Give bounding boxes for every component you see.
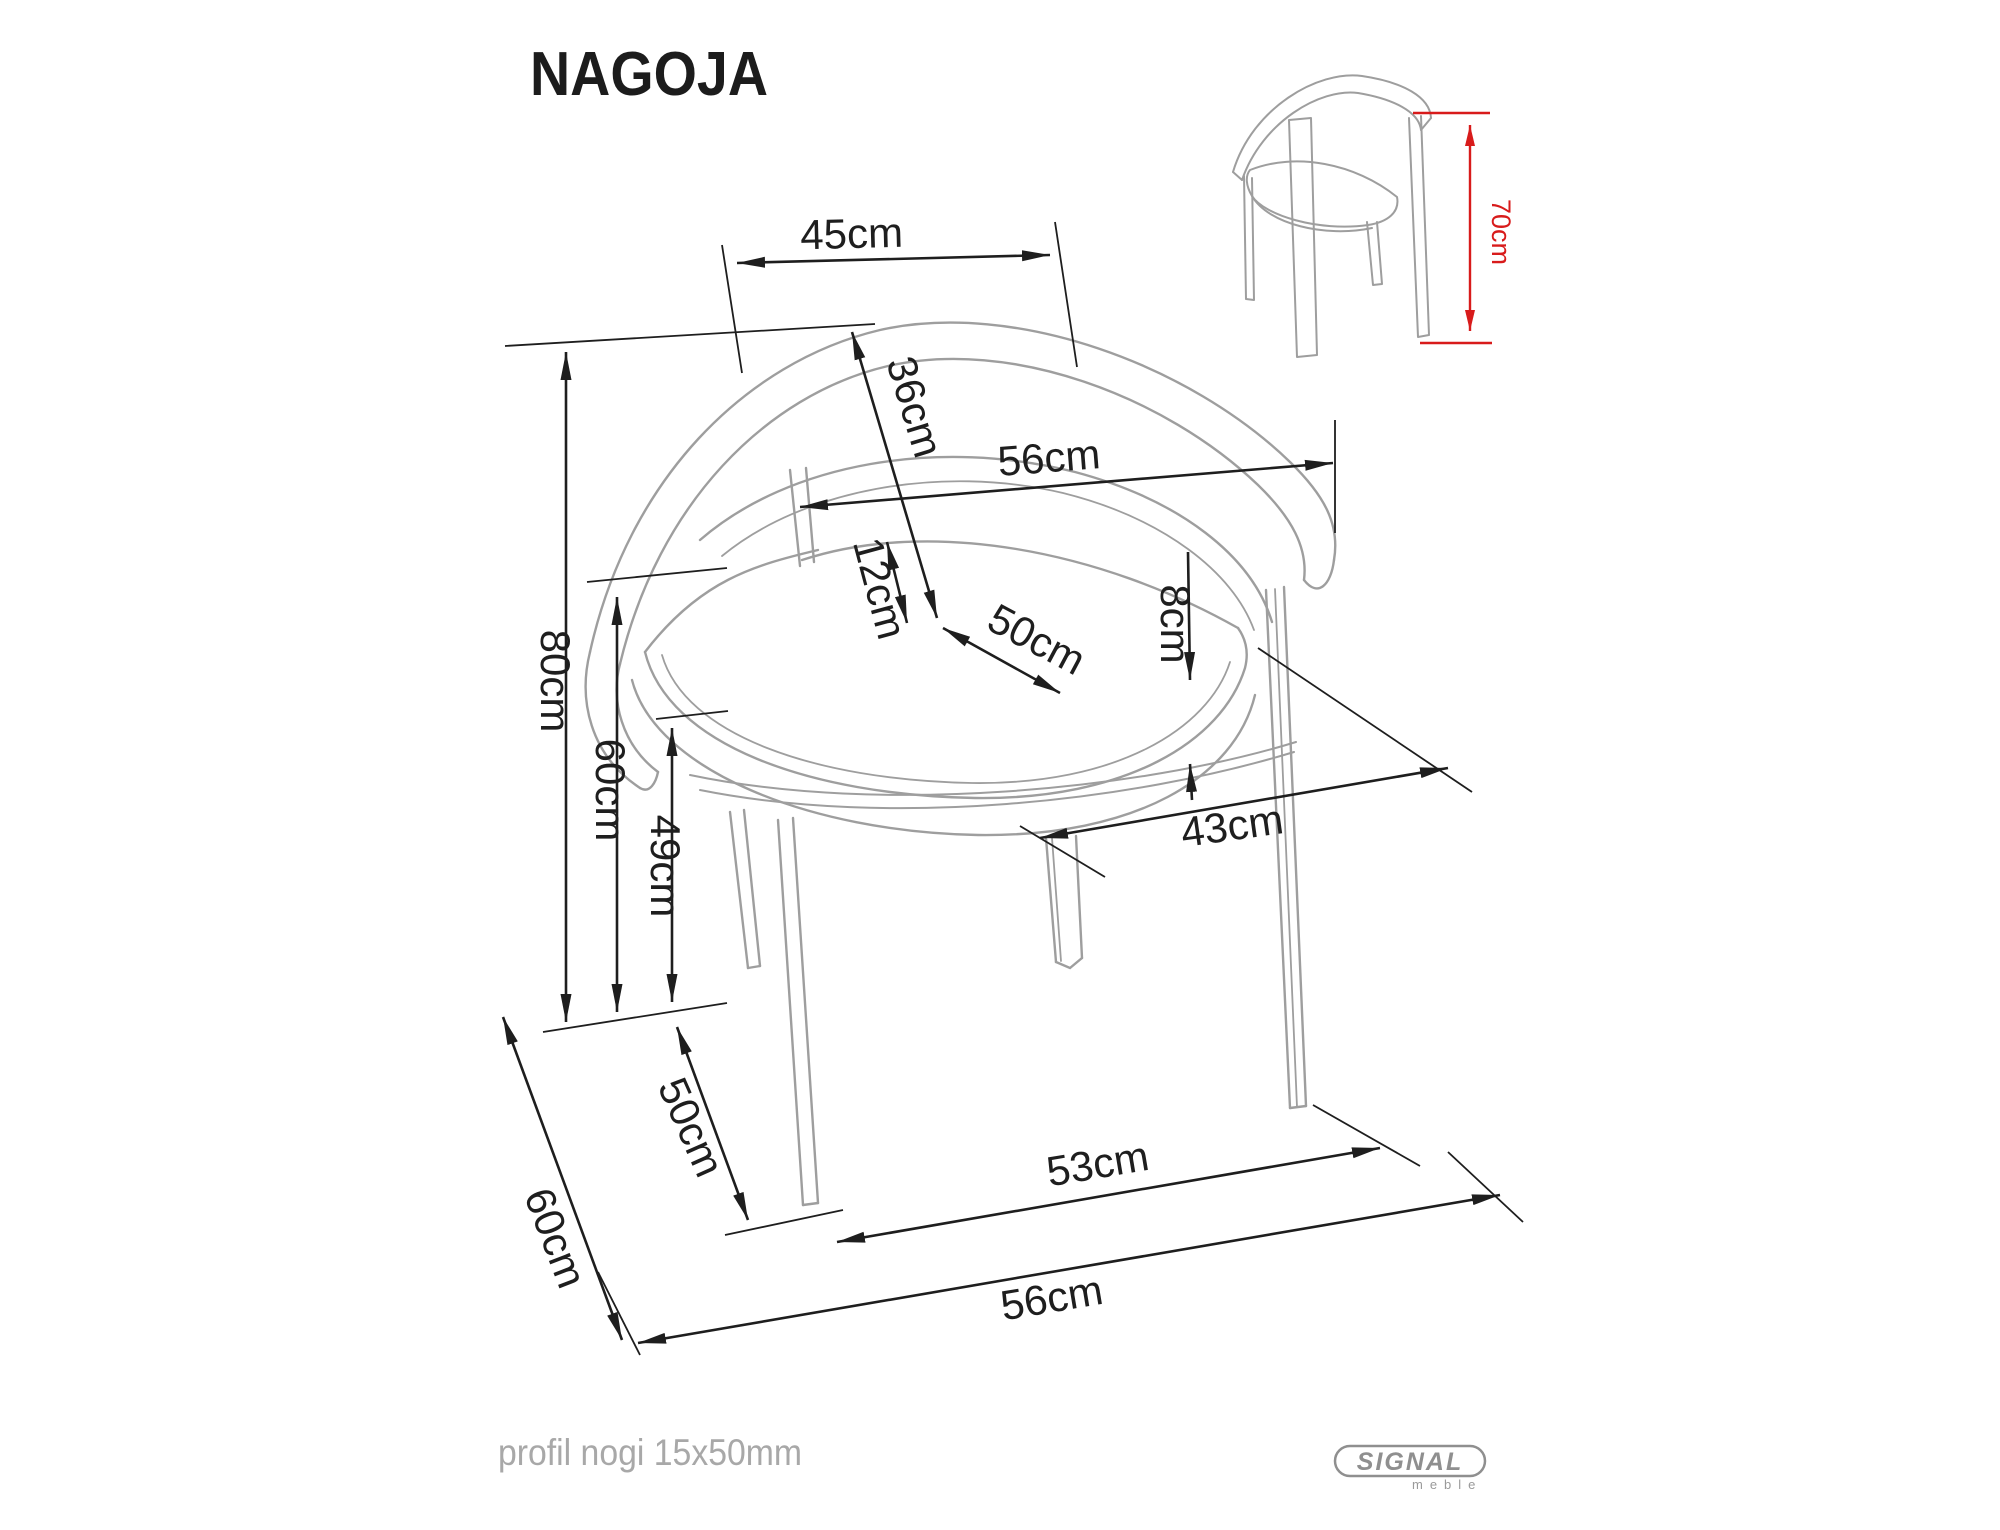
logo-pill-border: [1333, 1444, 1487, 1478]
dim-line-8-upper: [1184, 551, 1196, 681]
ext-frontcorner-left: [597, 1271, 641, 1356]
dim-line-8-lower: [1186, 763, 1198, 801]
thumb-backrest-left-cap: [1232, 171, 1243, 181]
front-right-leg-edge: [1074, 834, 1084, 960]
seat-lower-rim: [630, 678, 1257, 837]
dim-label-seat-diagonal: 50cm: [980, 594, 1093, 684]
thumb-seat-bottom: [1251, 195, 1373, 233]
extension-lines: [504, 221, 1524, 1356]
dim-label-thumbnail-height: 70cm: [1486, 199, 1516, 265]
back-right-leg-face: [1274, 588, 1298, 1108]
front-right-leg-cap: [1054, 956, 1084, 970]
leg-profile-note: profil nogi 15x50mm: [498, 1432, 802, 1473]
thumb-front-right-leg: [1366, 221, 1383, 286]
chair-main-drawing: [584, 321, 1337, 1207]
left-back-post-edge: [804, 466, 816, 564]
ext-45-right: [1054, 221, 1078, 368]
dim-line-43: [1039, 766, 1449, 840]
thumb-backrest-right-cap: [1420, 117, 1432, 131]
ext-43-left: [1019, 825, 1106, 878]
seat-top-left-edge: [643, 548, 820, 654]
dimension-lines: [501, 250, 1501, 1345]
underseat-rail-bottom: [699, 751, 1295, 810]
dim-label-backrest-diagonal: 36cm: [877, 351, 952, 463]
front-right-leg: [1044, 836, 1058, 964]
ext-backright-floor: [1312, 1104, 1421, 1167]
dim-label-total-height: 80cm: [532, 630, 579, 733]
chair-thumbnail-drawing: [1232, 74, 1432, 358]
dim-line-56-bottom: [637, 1193, 1501, 1345]
ext-frontleft-floor: [724, 1209, 844, 1236]
dim-line-50-seat: [942, 626, 1061, 695]
backrest-inner-top-edge: [618, 357, 1306, 666]
ext-80-top: [504, 323, 876, 347]
dim-label-backrest-side-height: 60cm: [587, 739, 634, 842]
front-left-leg-cap: [801, 1201, 820, 1207]
dim-label-seat-top-width: 56cm: [996, 430, 1102, 485]
dim-label-cushion-back-gap: 12cm: [844, 533, 916, 644]
thumb-front-left-leg: [1243, 175, 1255, 301]
dim-label-front-leg-span: 53cm: [1043, 1132, 1152, 1195]
back-left-leg-edge: [742, 808, 762, 968]
backrest-left-end-cap: [638, 770, 660, 791]
back-right-leg-cap: [1288, 1104, 1308, 1110]
front-right-leg-face: [1051, 837, 1062, 962]
ext-49-top: [655, 710, 729, 720]
dim-line-50-legs: [675, 1026, 750, 1221]
thumb-backrest-outer: [1232, 74, 1432, 173]
thumb-right-post: [1408, 115, 1430, 338]
underseat-rail-top: [689, 741, 1297, 796]
logo-sub-text: meble: [1412, 1477, 1482, 1492]
dim-line-12: [885, 541, 909, 624]
thumb-backrest-inner: [1241, 91, 1422, 181]
dim-label-back-top-width: 45cm: [800, 209, 904, 259]
dim-line-56-top: [799, 459, 1334, 511]
back-right-leg-edge: [1282, 585, 1308, 1108]
thumb-left-post: [1288, 117, 1318, 358]
left-back-post: [788, 468, 802, 568]
dim-label-total-front-width: 56cm: [997, 1266, 1106, 1329]
front-left-leg-edge: [791, 816, 820, 1205]
ext-corner-right: [1447, 1151, 1524, 1223]
seat-rim-seam: [661, 654, 1231, 784]
backrest-left-end-outer: [584, 650, 642, 790]
ext-60-top: [586, 567, 728, 583]
front-left-leg: [776, 818, 805, 1207]
thumb-seat-top: [1245, 160, 1399, 228]
dim-label-cushion-thickness: 8cm: [1152, 584, 1199, 663]
dimension-labels: 45cm 36cm 56cm 12cm 50cm 8cm 80cm 60cm 4…: [515, 209, 1286, 1330]
back-right-leg: [1264, 588, 1292, 1110]
dim-label-leg-span-side: 50cm: [649, 1071, 734, 1184]
dim-label-seat-height: 49cm: [642, 815, 689, 918]
dim-line-60-depth: [501, 1016, 624, 1341]
backrest-outer-edge: [588, 321, 1337, 654]
dim-label-seat-depth-projection: 43cm: [1178, 795, 1286, 856]
ground-line-left: [542, 1002, 728, 1033]
backrest-right-end-cap: [1302, 558, 1336, 590]
logo-brand-text: SIGNAL: [1357, 1448, 1463, 1476]
dim-line-45: [736, 250, 1051, 268]
back-left-leg: [728, 810, 750, 970]
signal-meble-logo: SIGNAL meble: [1333, 1444, 1487, 1492]
thumbnail-height-dimension: [1413, 111, 1492, 345]
page-title: NAGOJA: [530, 40, 768, 109]
ext-45-left: [721, 244, 743, 374]
back-left-leg-cap: [746, 964, 762, 970]
